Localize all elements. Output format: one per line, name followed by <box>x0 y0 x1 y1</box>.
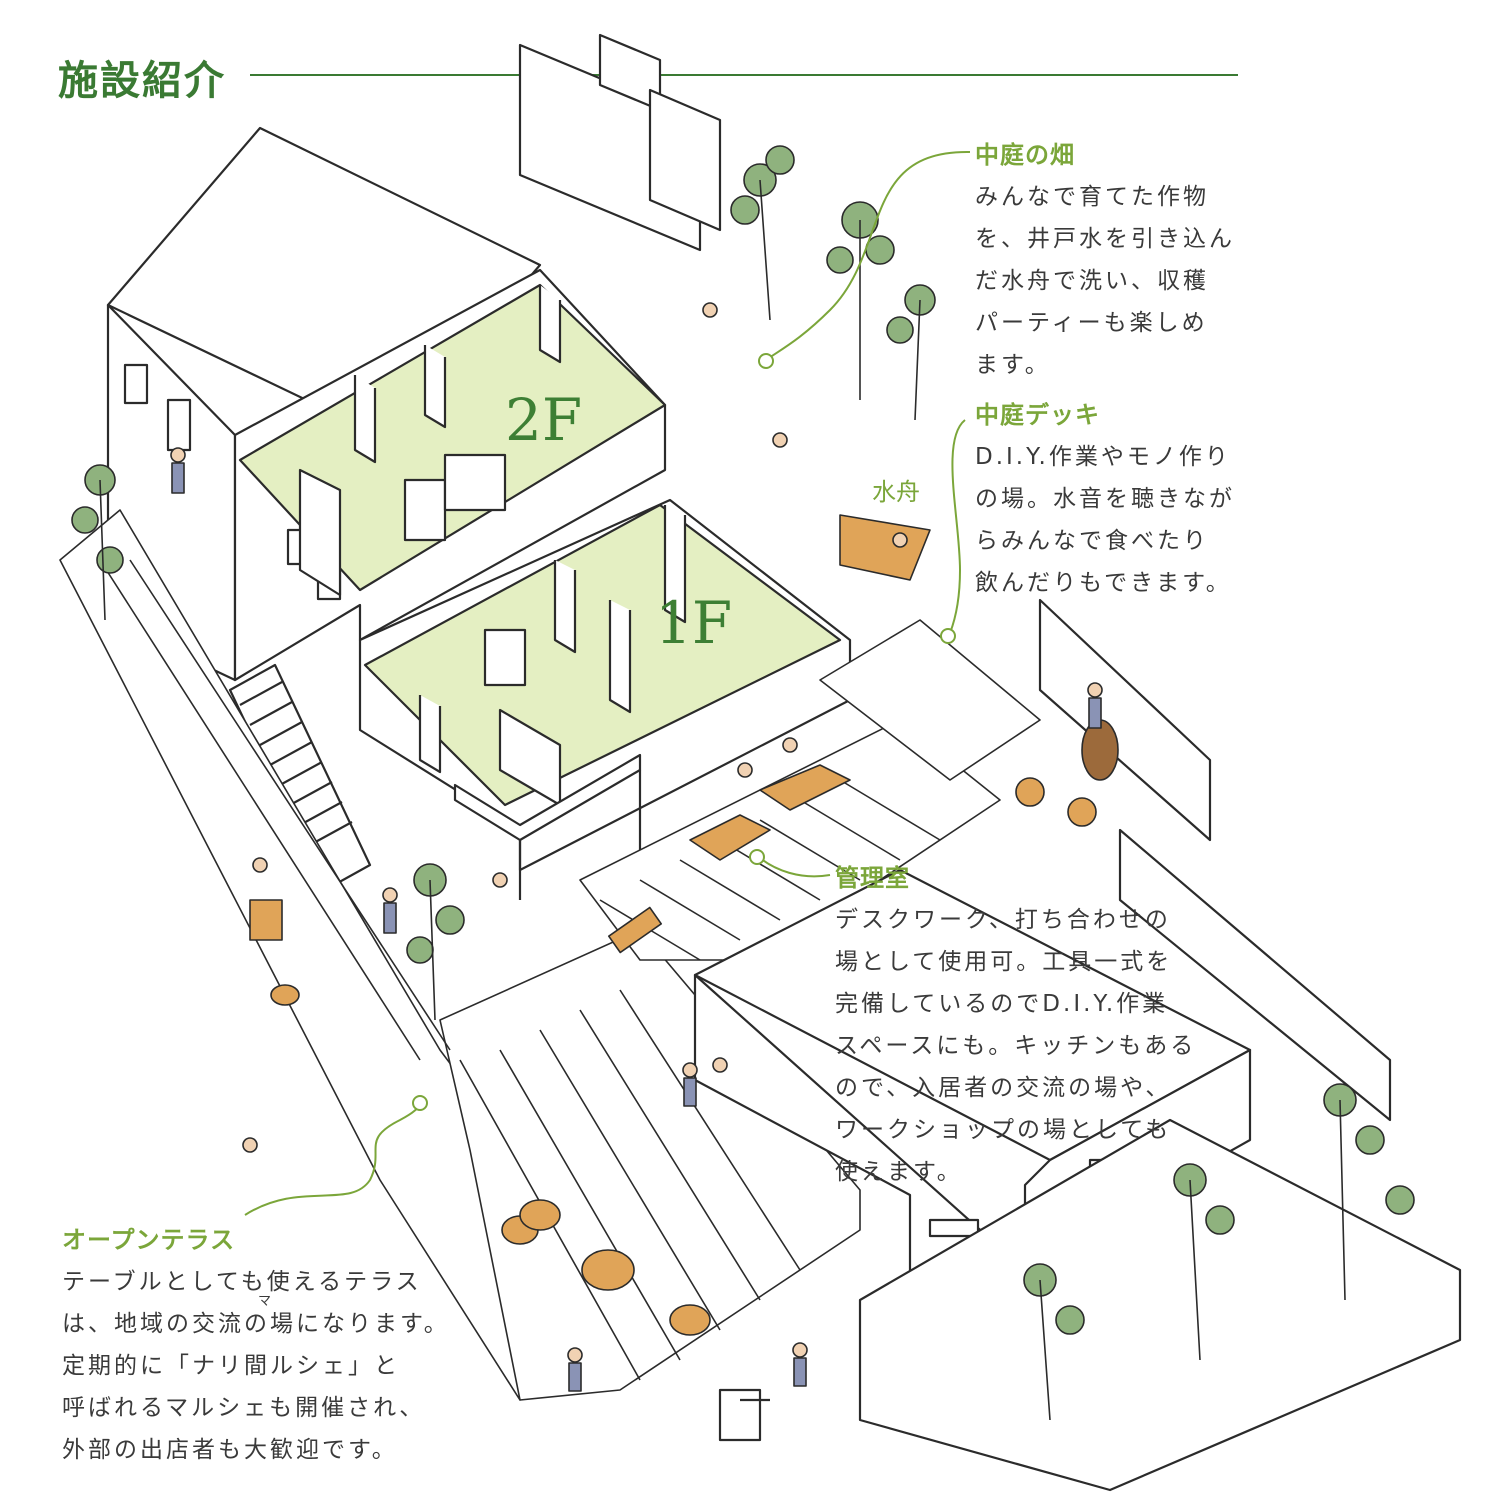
callout-management-room-heading: 管理室 <box>835 864 910 892</box>
ruby-annotation: マ <box>258 1294 272 1309</box>
floor-label-2f: 2F <box>505 386 582 454</box>
water-trough-label: 水舟 <box>872 478 920 506</box>
leader-office <box>759 857 831 878</box>
callout-courtyard-deck-heading: 中庭デッキ <box>975 401 1100 429</box>
leader-lines <box>244 150 971 1216</box>
back-walls <box>518 33 722 252</box>
decks <box>59 509 1041 1401</box>
callout-garden-field-heading: 中庭の畑 <box>975 141 1075 169</box>
leader-terrace <box>244 1103 421 1216</box>
callout-open-terrace-heading: オープンテラス <box>62 1226 236 1254</box>
wooden-furniture <box>249 514 1119 1336</box>
trees <box>71 145 1415 1421</box>
floor-1f-highlight <box>363 503 842 807</box>
front-building <box>693 598 1462 1492</box>
callout-open-terrace: オープンテラス テーブルとしても使えるテラス は、地域の交流の場になります。 定… <box>62 1220 462 1471</box>
leader-deck <box>949 419 966 634</box>
callout-open-terrace-body: テーブルとしても使えるテラス は、地域の交流の場になります。 定期的に「ナリ間ル… <box>62 1269 450 1463</box>
callout-management-room: 管理室 デスクワーク、打ち合わせの 場として使用可。工具一式を 完備しているので… <box>835 858 1235 1193</box>
floor-label-1f: 1F <box>655 589 732 657</box>
page-title: 施設紹介 <box>58 58 226 104</box>
callout-garden-field: 中庭の畑 みんなで育てた作物 を、井戸水を引き込ん だ水舟で洗い、収穫 パーティ… <box>975 135 1275 386</box>
leader-garden <box>765 150 971 361</box>
callout-courtyard-deck: 中庭デッキ D.I.Y.作業やモノ作り の場。水音を聴きなが らみんなで食べたり… <box>975 395 1275 604</box>
callout-garden-field-body: みんなで育てた作物 を、井戸水を引き込ん だ水舟で洗い、収穫 パーティーも楽しめ… <box>975 184 1235 378</box>
callout-courtyard-deck-body: D.I.Y.作業やモノ作り の場。水音を聴きなが らみんなで食べたり 飲んだりも… <box>975 444 1235 596</box>
people <box>170 302 1103 1392</box>
title-rule <box>250 74 1238 76</box>
callout-management-room-body: デスクワーク、打ち合わせの 場として使用可。工具一式を 完備しているのでD.I.… <box>835 907 1197 1185</box>
first-floor-block <box>228 498 852 900</box>
